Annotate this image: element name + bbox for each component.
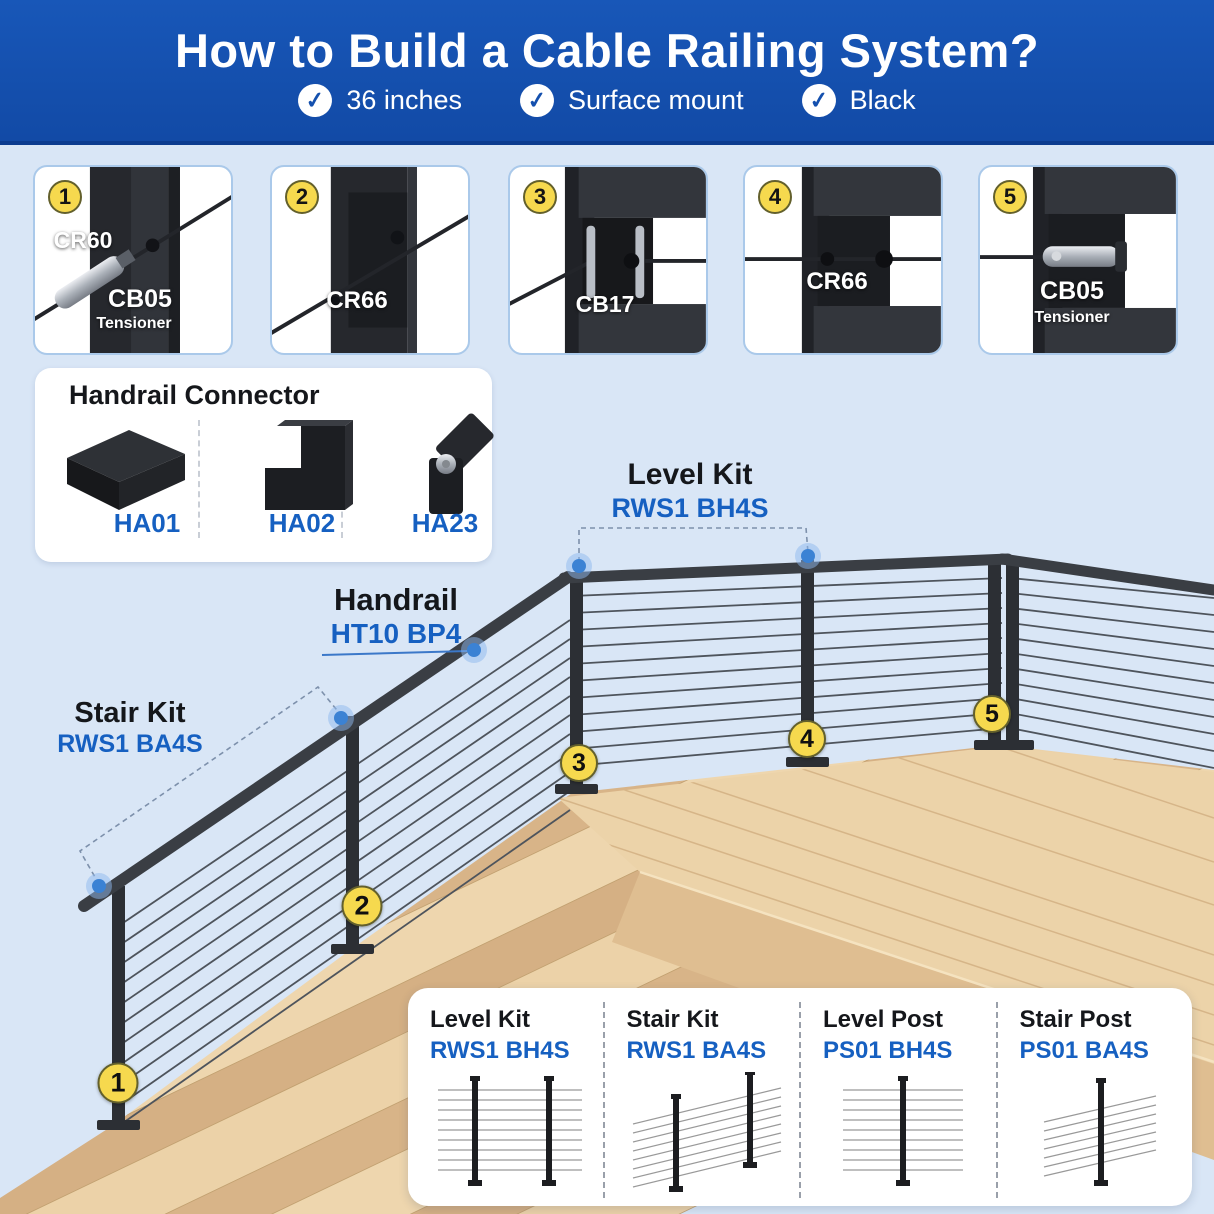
connector-ha01-image — [67, 430, 185, 510]
legend-stair-kit: Stair Kit RWS1 BA4S — [602, 1002, 800, 1198]
locator-dots — [86, 543, 821, 899]
step-number-badge: 2 — [285, 180, 319, 214]
header-banner: How to Build a Cable Railing System? ✓ 3… — [0, 0, 1214, 145]
cables — [119, 577, 1214, 1126]
handrail-callout: Handrail HT10 BP4 — [331, 582, 462, 650]
part-code-label: CR66 — [326, 287, 388, 314]
marker-4: 4 — [788, 720, 826, 758]
connector-code: HA01 — [113, 508, 181, 538]
legend-title: Stair Post — [1019, 1006, 1132, 1033]
stair-kit-code: RWS1 BA4S — [57, 730, 203, 759]
part-code-label: CR66 — [806, 268, 868, 295]
checkmark-icon: ✓ — [518, 81, 556, 119]
handrail-connector-panel: Handrail Connector HA01 HA02 HA23 — [35, 368, 494, 562]
step-number-badge: 4 — [758, 180, 792, 214]
legend-title: Level Post — [823, 1006, 944, 1033]
legend-code: RWS1 BH4S — [430, 1036, 570, 1064]
thumb-photo-cable-anchor — [510, 167, 706, 353]
level-kit-code: RWS1 BH4S — [611, 492, 769, 523]
callout-connectors — [78, 527, 809, 885]
stair-kit-title: Stair Kit — [74, 697, 186, 729]
legend-code: PS01 BA4S — [1019, 1036, 1149, 1064]
divider — [198, 420, 200, 538]
marker-1: 1 — [97, 1062, 139, 1104]
connector-code: HA02 — [268, 508, 336, 538]
part-code-label: CB05 — [1040, 277, 1104, 305]
step-thumbnail-4: 4 CR66 — [743, 165, 943, 355]
checkmark-icon: ✓ — [799, 81, 838, 119]
stair-kit-callout: Stair Kit RWS1 BA4S — [57, 697, 202, 759]
connector-ha02-image — [265, 420, 353, 510]
step-thumbnail-5: 5 CB05 Tensioner — [978, 165, 1178, 355]
product-legend-panel: Level Kit RWS1 BH4S Stair Kit RWS1 BA4S — [408, 988, 1192, 1206]
legend-title: Stair Kit — [626, 1006, 719, 1033]
level-kit-callout: Level Kit RWS1 BH4S — [611, 458, 768, 524]
handrails — [78, 553, 1214, 912]
legend-stair-post: Stair Post PS01 BA4S — [995, 1002, 1193, 1198]
thumb-photo-tensioner — [980, 167, 1176, 353]
marker-2: 2 — [341, 885, 383, 927]
checkmark-icon: ✓ — [296, 81, 335, 119]
legend-title: Level Kit — [430, 1006, 531, 1033]
handrail-connector-title: Handrail Connector — [69, 380, 320, 410]
marker-5: 5 — [973, 695, 1011, 733]
step-thumbnail-2: 2 CR66 — [270, 165, 470, 355]
connector-code: HA23 — [411, 508, 479, 538]
part-code-label: CR60 — [53, 227, 113, 253]
thumb-photo-cable-post — [745, 167, 941, 353]
feature-mount: ✓ Surface mount — [518, 81, 744, 119]
part-code-label: CB05 — [108, 285, 172, 313]
handrail-pointer-line — [321, 650, 469, 656]
level-kit-title: Level Kit — [627, 458, 753, 491]
feature-label: 36 inches — [346, 84, 462, 115]
level-post-diagram — [843, 1075, 963, 1186]
legend-level-kit: Level Kit RWS1 BH4S — [408, 1002, 603, 1198]
page-title: How to Build a Cable Railing System? — [174, 23, 1040, 77]
handrail-code: HT10 BP4 — [330, 617, 462, 649]
feature-height: ✓ 36 inches — [296, 81, 462, 119]
stair-post-diagram — [1043, 1077, 1156, 1186]
step-number-badge: 1 — [48, 180, 82, 214]
feature-color: ✓ Black — [799, 81, 916, 119]
part-code-label: CB17 — [575, 291, 635, 317]
part-code-label: Tensioner — [1034, 309, 1110, 326]
step-number-badge: 3 — [523, 180, 557, 214]
part-code-label: Tensioner — [96, 315, 172, 332]
legend-code: RWS1 BA4S — [626, 1036, 767, 1064]
legend-level-post: Level Post PS01 BH4S — [799, 1002, 996, 1198]
feature-label: Surface mount — [567, 84, 744, 115]
marker-3: 3 — [560, 744, 598, 782]
step-number-badge: 5 — [993, 180, 1027, 214]
feature-row: ✓ 36 inches ✓ Surface mount ✓ Black — [296, 81, 916, 119]
step-thumbnail-3: 3 CB17 — [508, 165, 708, 355]
legend-code: PS01 BH4S — [823, 1036, 953, 1064]
feature-label: Black — [849, 84, 916, 115]
thumb-photo-tensioner — [35, 167, 231, 353]
stair-kit-diagram — [632, 1070, 781, 1192]
handrail-title: Handrail — [333, 582, 459, 617]
level-kit-diagram — [438, 1075, 582, 1186]
connector-ha23-image — [429, 413, 494, 514]
step-thumbnail-1: 1 CR60 CB05 Tensioner — [33, 165, 233, 355]
thumb-photo-cable-post — [272, 167, 468, 353]
